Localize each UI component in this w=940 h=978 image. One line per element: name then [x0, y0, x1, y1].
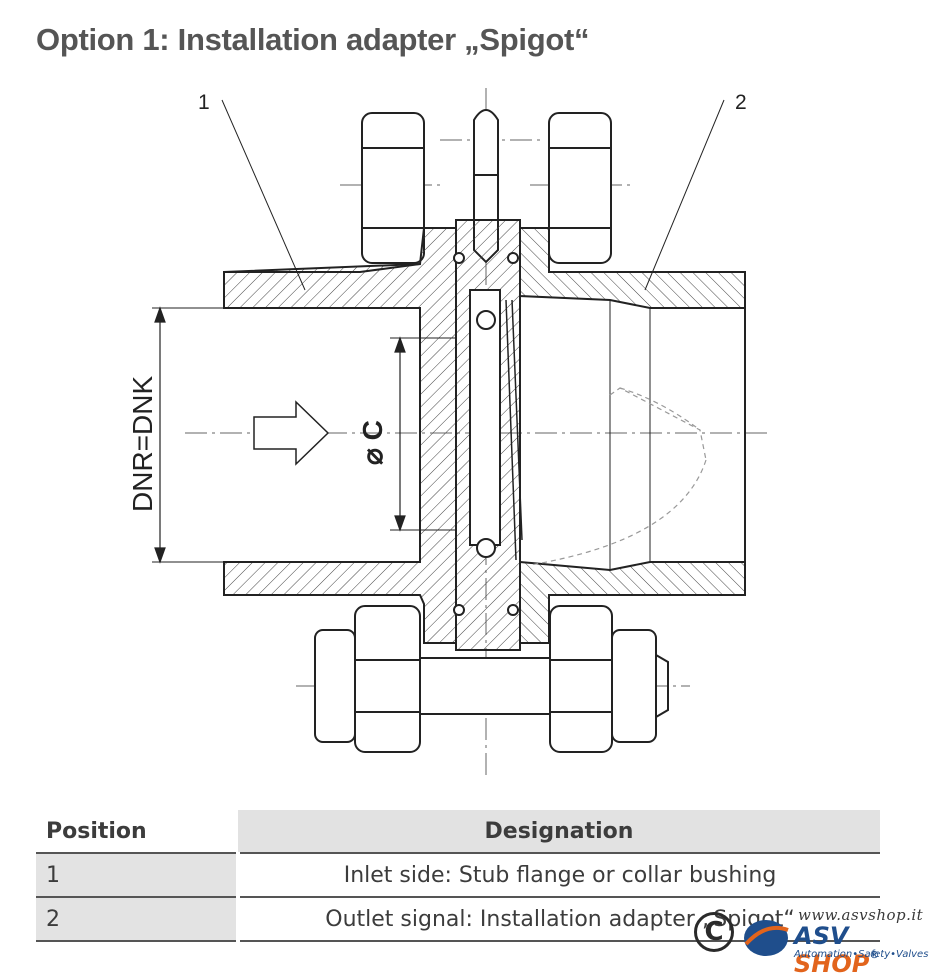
- header-designation: Designation: [238, 810, 880, 853]
- header-position: Position: [36, 810, 238, 853]
- watermark-tagline: Automation•Safety•Valves: [794, 949, 929, 960]
- swoosh-icon: [744, 920, 789, 956]
- dimension-lines: [152, 306, 456, 564]
- watermark-logo: C www.asvshop.it ASV SHOP® Automation•Sa…: [694, 906, 940, 978]
- lower-bolt-assembly: [314, 605, 669, 753]
- watermark-url: www.asvshop.it: [798, 906, 924, 924]
- callout-1: 1: [198, 91, 210, 114]
- row-designation: Inlet side: Stub flange or collar bushin…: [238, 852, 880, 898]
- technical-drawing: 1 2 DNR=DNK ⌀ C: [127, 88, 770, 780]
- upper-nut-left: [361, 112, 425, 264]
- row-position: 1: [36, 852, 240, 898]
- dimension-label-c: ⌀ C: [357, 420, 388, 465]
- wafer-body: [453, 219, 523, 651]
- open-disc-outline: [529, 387, 707, 566]
- copyright-icon: C: [694, 912, 734, 952]
- row-position: 2: [36, 897, 240, 942]
- flow-arrow: [253, 400, 330, 466]
- inlet-stub-flange: [223, 227, 457, 644]
- brand-asv: ASV: [794, 922, 849, 950]
- upper-nut-right: [548, 112, 612, 264]
- table-row: 1 Inlet side: Stub flange or collar bush…: [36, 852, 880, 898]
- leader-lines: [221, 99, 725, 291]
- outlet-spigot-adapter: [519, 227, 746, 644]
- registered-mark: ®: [869, 950, 880, 961]
- page-title: Option 1: Installation adapter „Spigot“: [36, 22, 590, 57]
- callout-2: 2: [735, 91, 747, 114]
- dimension-label-dnr: DNR=DNK: [127, 376, 158, 512]
